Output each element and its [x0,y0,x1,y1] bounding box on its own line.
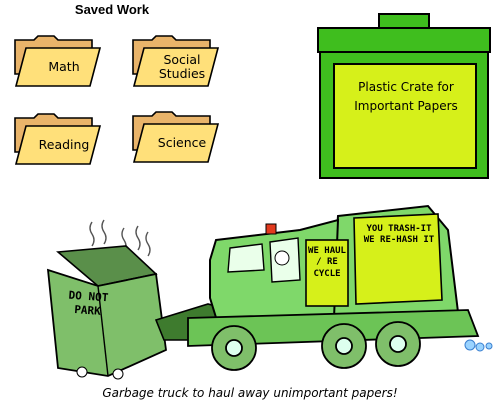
garbage-truck-icon [46,204,493,380]
folder-label: Social Studies [158,52,206,81]
important-papers-crate[interactable]: Plastic Crate for Important Papers [314,12,494,180]
folder-label: Math [48,59,80,75]
folder-icon [132,111,220,163]
crate-label: Plastic Crate for Important Papers [354,80,458,114]
caption: Garbage truck to haul away unimportant p… [102,386,398,400]
truck-box-sign: YOU TRASH-IT WE RE-HASH IT [363,224,435,246]
truck-door-sign: WE HAUL / RE CYCLE [308,246,346,279]
folder-science[interactable]: Science [130,110,220,166]
crate-icon [317,13,491,179]
folder-math[interactable]: Math [12,34,102,90]
folder-label: Reading [38,137,90,153]
dumpster-sign: DO NOT PARK [68,288,109,318]
folder-reading[interactable]: Reading [12,112,102,168]
garbage-truck[interactable]: DO NOT PARK WE HAUL / RE CYCLE YOU TRASH… [38,200,498,380]
page-title: Saved Work [74,2,150,17]
folder-icon [14,35,102,87]
folder-icon [14,113,102,165]
folder-label: Science [157,135,207,151]
folder-icon [132,35,220,87]
folder-social-studies[interactable]: Social Studies [130,34,220,90]
